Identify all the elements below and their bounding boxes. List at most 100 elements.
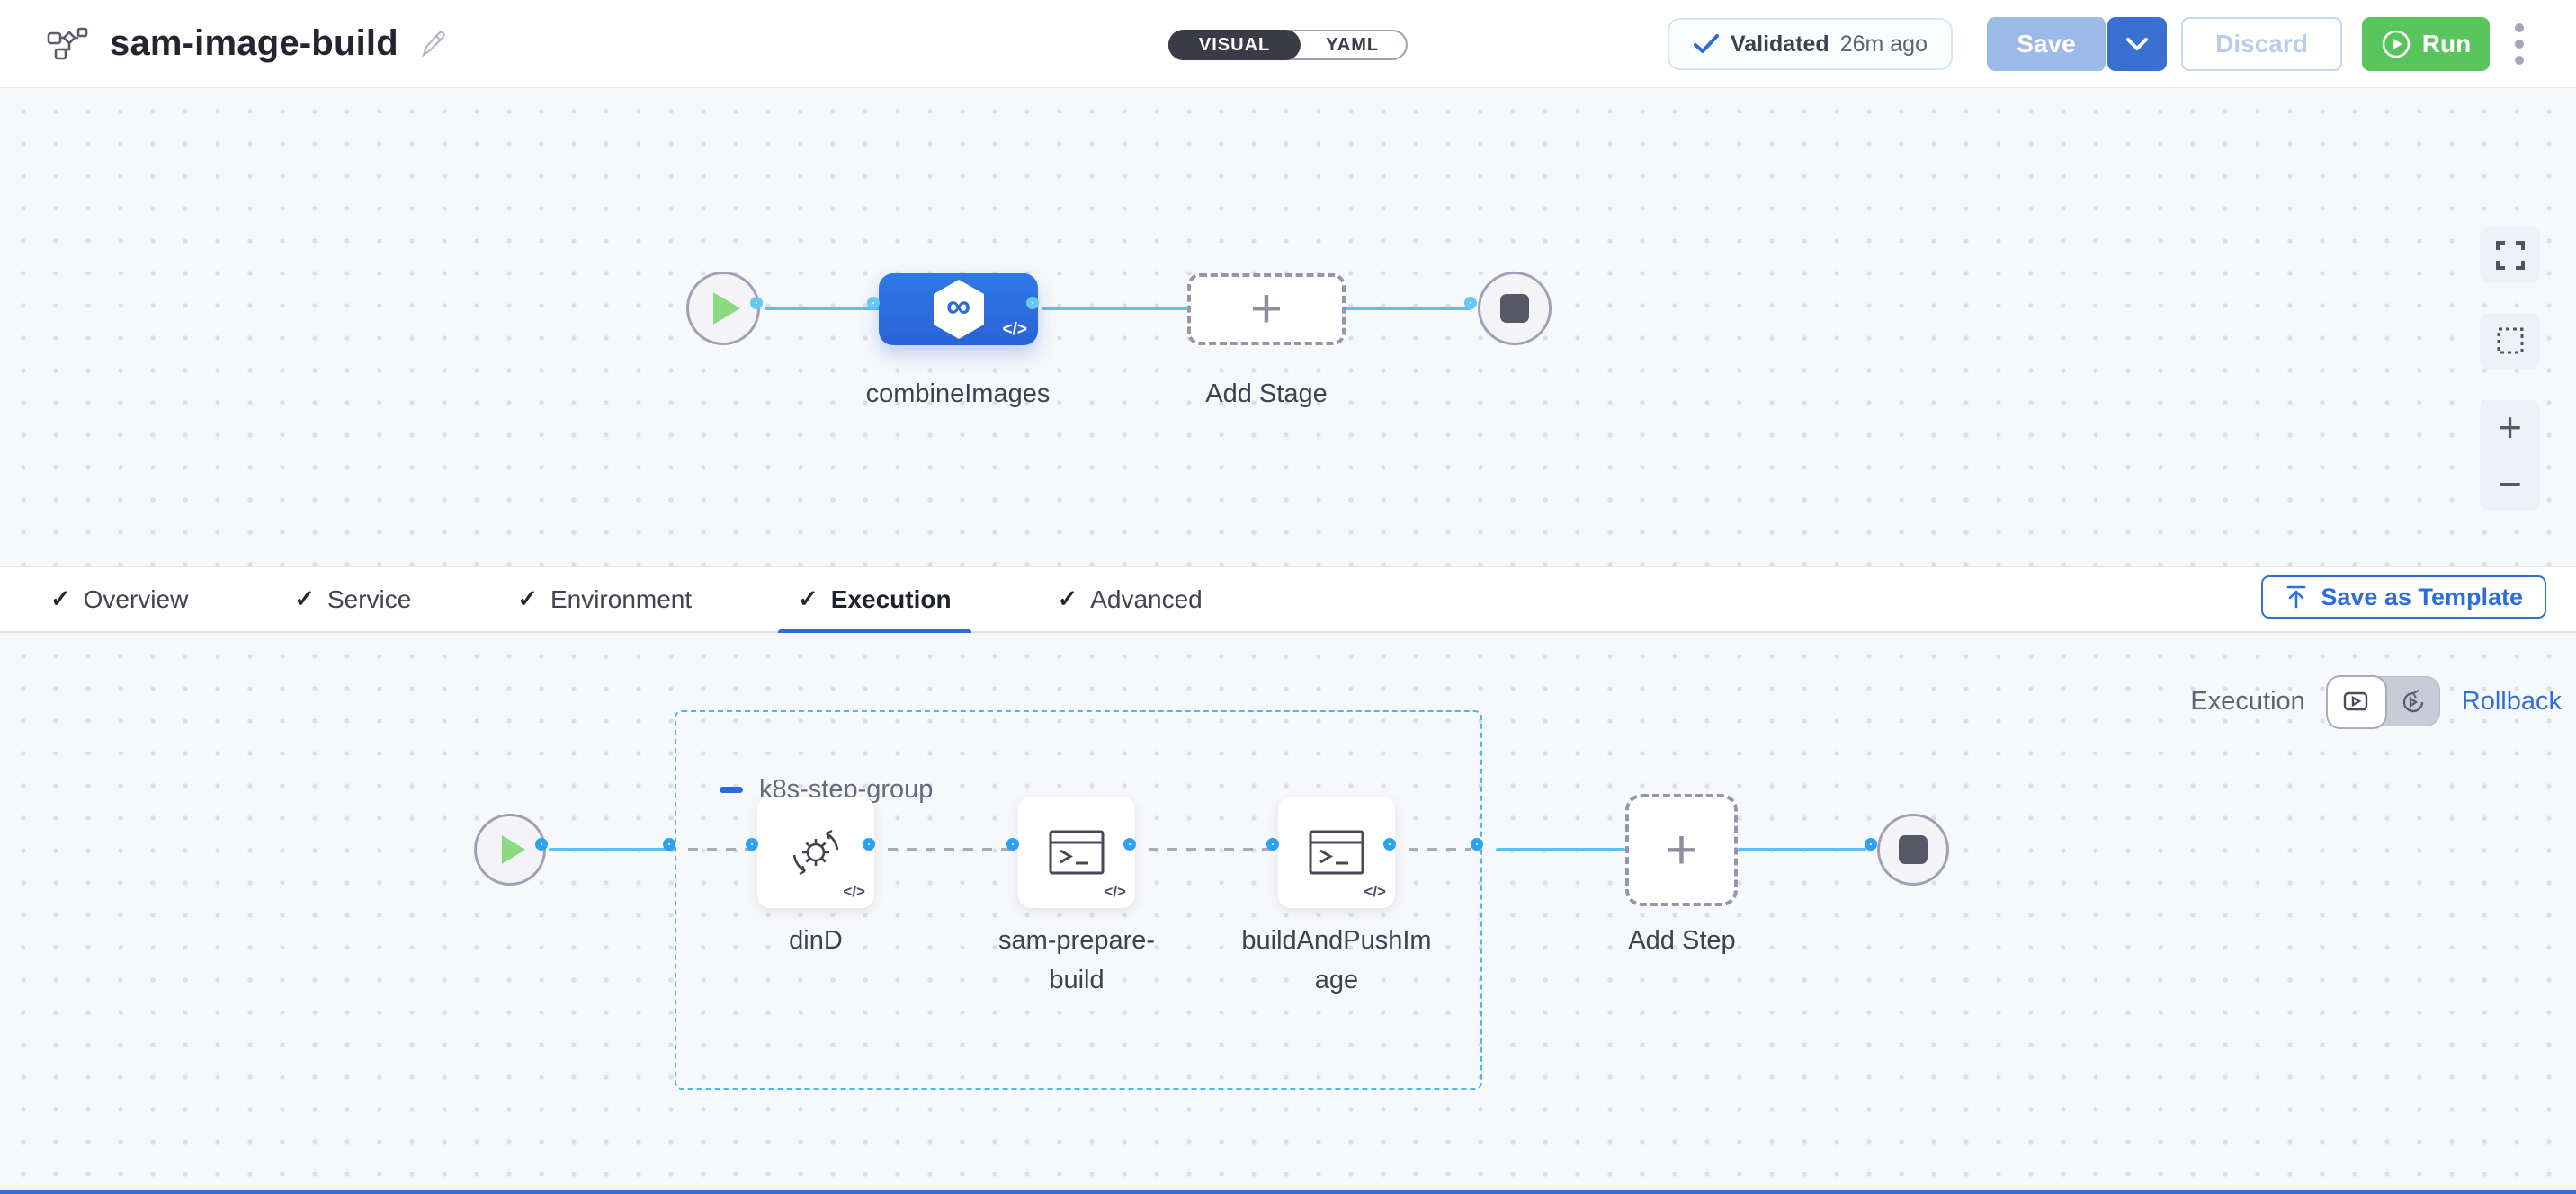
tab-advanced[interactable]: ✓ Advanced <box>1057 584 1203 613</box>
step-label: sam-prepare-build <box>997 926 1156 994</box>
toggle-yaml[interactable]: YAML <box>1326 34 1380 55</box>
collapse-group-icon[interactable] <box>720 787 743 793</box>
zoom-in-button[interactable]: + <box>2498 404 2522 450</box>
step-label: dinD <box>789 926 843 955</box>
infinity-icon: ∞ <box>945 287 971 325</box>
pipeline-end-node[interactable] <box>1478 272 1552 345</box>
discard-button[interactable]: Discard <box>2181 17 2342 71</box>
background-step-icon <box>787 823 845 882</box>
validation-time: 26m ago <box>1839 31 1928 57</box>
kebab-menu-icon[interactable] <box>2513 21 2526 67</box>
pipeline-start-node[interactable] <box>686 272 760 345</box>
connector-port[interactable] <box>1383 838 1396 851</box>
add-stage-label: Add Stage <box>1205 379 1328 408</box>
connector-port[interactable] <box>867 297 880 309</box>
zoom-controls: + − <box>2480 400 2540 511</box>
run-step-icon <box>1307 826 1366 878</box>
tab-execution[interactable]: ✓ Execution <box>778 566 972 635</box>
execution-start-node[interactable] <box>474 814 546 886</box>
connector-port[interactable] <box>1266 838 1279 851</box>
step-group-boundary[interactable] <box>675 710 1482 1090</box>
run-step-icon <box>1047 826 1106 878</box>
connector-port[interactable] <box>1471 838 1483 851</box>
connector-port[interactable] <box>750 297 763 309</box>
check-icon: ✓ <box>517 585 538 612</box>
connector-port[interactable] <box>746 838 758 851</box>
step-label: buildAndPushImage <box>1241 926 1432 994</box>
execution-view-segment[interactable] <box>2325 675 2387 729</box>
add-step-label: Add Step <box>1628 926 1736 955</box>
stage-config-tabs: ✓ Overview ✓ Service ✓ Environment ✓ Exe… <box>0 566 2576 635</box>
check-icon: ✓ <box>50 585 71 612</box>
check-icon: ✓ <box>294 585 315 612</box>
step-node-sam-prepare-build[interactable]: </> <box>1018 797 1135 908</box>
tab-environment[interactable]: ✓ Environment <box>517 584 693 613</box>
start-play-icon <box>502 835 525 864</box>
connector-port[interactable] <box>863 838 875 851</box>
edge-dashed <box>1149 848 1276 851</box>
execution-rollback-toggle[interactable] <box>2325 675 2440 729</box>
code-badge-icon: </> <box>1002 320 1027 339</box>
fullscreen-button[interactable] <box>2480 227 2540 283</box>
step-node-dind[interactable]: </> <box>757 797 874 908</box>
edge-dashed <box>1409 848 1471 851</box>
check-icon: ✓ <box>1057 585 1078 612</box>
save-options-button[interactable] <box>2107 17 2167 71</box>
tab-overview[interactable]: ✓ Overview <box>50 584 189 613</box>
edge <box>1042 307 1191 310</box>
code-badge-icon: </> <box>1104 883 1126 900</box>
connector-port[interactable] <box>1865 838 1877 851</box>
validated-chip[interactable]: Validated 26m ago <box>1667 18 1953 70</box>
tab-service[interactable]: ✓ Service <box>294 584 412 613</box>
check-icon: ✓ <box>798 585 818 612</box>
edge <box>549 848 676 851</box>
connector-port[interactable] <box>663 838 675 851</box>
connector-port[interactable] <box>1026 297 1039 309</box>
chevron-down-icon <box>2125 36 2149 52</box>
edge <box>1496 848 1625 851</box>
start-play-icon <box>713 292 740 325</box>
toggle-visual[interactable]: VISUAL <box>1167 30 1301 60</box>
save-as-template-button[interactable]: Save as Template <box>2261 575 2546 619</box>
visual-yaml-toggle: VISUAL YAML <box>1167 30 1409 60</box>
run-play-icon <box>2381 29 2411 59</box>
rollback-link[interactable]: Rollback <box>2461 686 2562 716</box>
code-badge-icon: </> <box>843 883 865 900</box>
stage-label: combineImages <box>865 379 1051 408</box>
edge-dashed <box>888 848 1016 851</box>
connector-port[interactable] <box>1006 838 1019 851</box>
stage-node-combineimages[interactable]: ∞ </> <box>879 273 1038 345</box>
check-icon <box>1693 33 1720 55</box>
run-button[interactable]: Run <box>2362 17 2490 71</box>
code-badge-icon: </> <box>1364 883 1386 900</box>
execution-canvas[interactable]: Execution Rollback <box>0 633 2576 1190</box>
execution-mode-row: Execution Rollback <box>2190 675 2562 729</box>
rollback-view-segment[interactable] <box>2387 677 2439 727</box>
edge <box>765 307 881 310</box>
stop-icon <box>1500 294 1529 323</box>
page-title: sam-image-build <box>110 23 398 63</box>
add-stage-node[interactable]: + <box>1187 273 1346 345</box>
connector-port[interactable] <box>535 838 548 851</box>
edge <box>1738 848 1866 851</box>
stop-icon <box>1899 835 1928 864</box>
edit-title-icon[interactable] <box>418 30 447 58</box>
validation-status: Validated <box>1730 31 1829 57</box>
connector-port[interactable] <box>1464 297 1477 309</box>
bottom-accent-strip <box>0 1190 2576 1194</box>
connector-port[interactable] <box>1123 838 1136 851</box>
edge-dashed <box>688 848 758 851</box>
multi-select-button[interactable] <box>2480 313 2540 369</box>
zoom-out-button[interactable]: − <box>2498 460 2522 507</box>
save-button[interactable]: Save <box>1987 17 2107 71</box>
stage-canvas[interactable]: ∞ </> + combineImages Add Stage <box>0 88 2576 566</box>
add-step-node[interactable]: + <box>1625 794 1738 906</box>
execution-mode-label: Execution <box>2190 686 2305 716</box>
save-split-button: Save <box>1987 17 2167 71</box>
pipeline-icon <box>47 24 90 64</box>
run-label: Run <box>2421 30 2472 58</box>
header: sam-image-build VISUAL YAML Validated <box>0 0 2576 88</box>
step-node-buildandpushimage[interactable]: </> <box>1278 797 1395 908</box>
execution-end-node[interactable] <box>1877 814 1949 886</box>
